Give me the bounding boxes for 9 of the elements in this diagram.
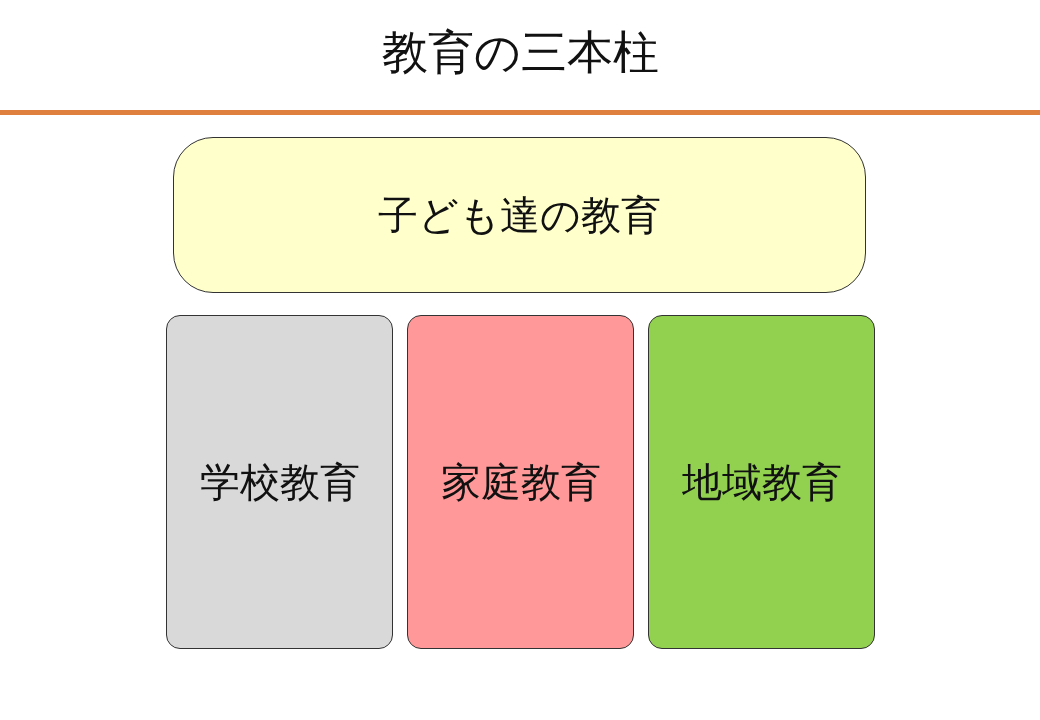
rounded-box xyxy=(173,137,866,293)
box-label: 家庭教育 xyxy=(440,458,601,506)
pillar-box xyxy=(407,315,634,649)
pillar-box xyxy=(166,315,393,649)
title: 教育の三本柱 xyxy=(380,24,660,81)
box-label: 地域教育 xyxy=(681,458,842,506)
box-label: 子ども達の教育 xyxy=(378,191,661,239)
box-label: 学校教育 xyxy=(199,458,360,506)
pillar-box xyxy=(648,315,875,649)
